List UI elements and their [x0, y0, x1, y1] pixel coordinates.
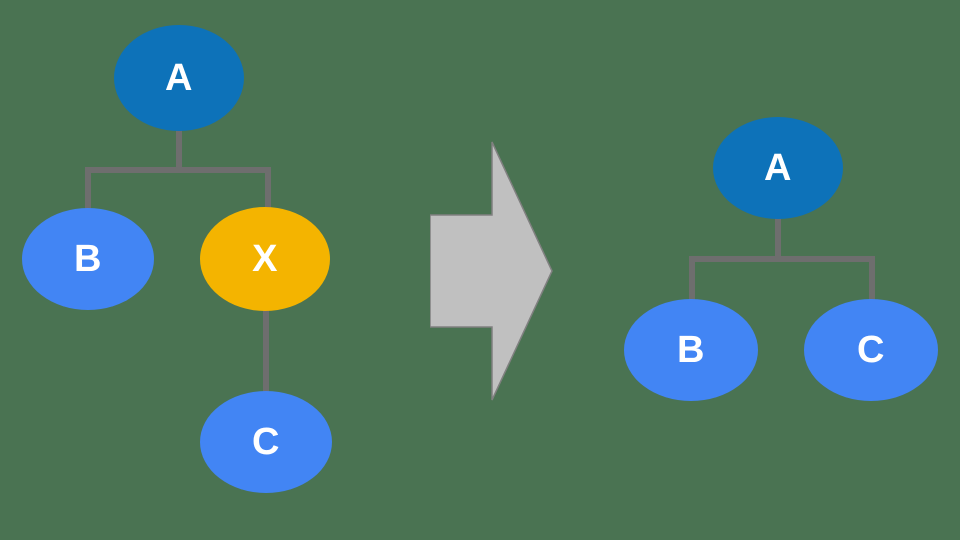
edge-bus-to-x [265, 167, 271, 212]
edge-a-to-bus [176, 129, 182, 171]
edge-after-a-to-bus [775, 216, 781, 260]
node-before-x-label: X [252, 238, 278, 280]
node-after-b-label: B [677, 329, 705, 371]
node-before-c-label: C [252, 421, 280, 463]
node-after-b[interactable]: B [624, 299, 758, 401]
node-after-a[interactable]: A [713, 117, 843, 219]
edge-x-to-c [263, 305, 269, 399]
transform-arrow-wrap [429, 140, 554, 402]
edge-bus-horizontal [85, 167, 271, 173]
node-before-b[interactable]: B [22, 208, 154, 310]
node-after-a-label: A [764, 147, 792, 189]
arrow-right-icon [429, 141, 553, 401]
node-before-x[interactable]: X [200, 207, 330, 311]
edge-after-bus-to-b [689, 256, 695, 301]
node-before-a[interactable]: A [114, 25, 244, 131]
node-after-c[interactable]: C [804, 299, 938, 401]
node-after-c-label: C [857, 329, 885, 371]
edge-after-bus-horizontal [689, 256, 875, 262]
node-before-c[interactable]: C [200, 391, 332, 493]
node-before-a-label: A [165, 57, 193, 99]
edge-bus-to-b [85, 167, 91, 212]
node-before-b-label: B [74, 238, 102, 280]
edge-after-bus-to-c [869, 256, 875, 301]
